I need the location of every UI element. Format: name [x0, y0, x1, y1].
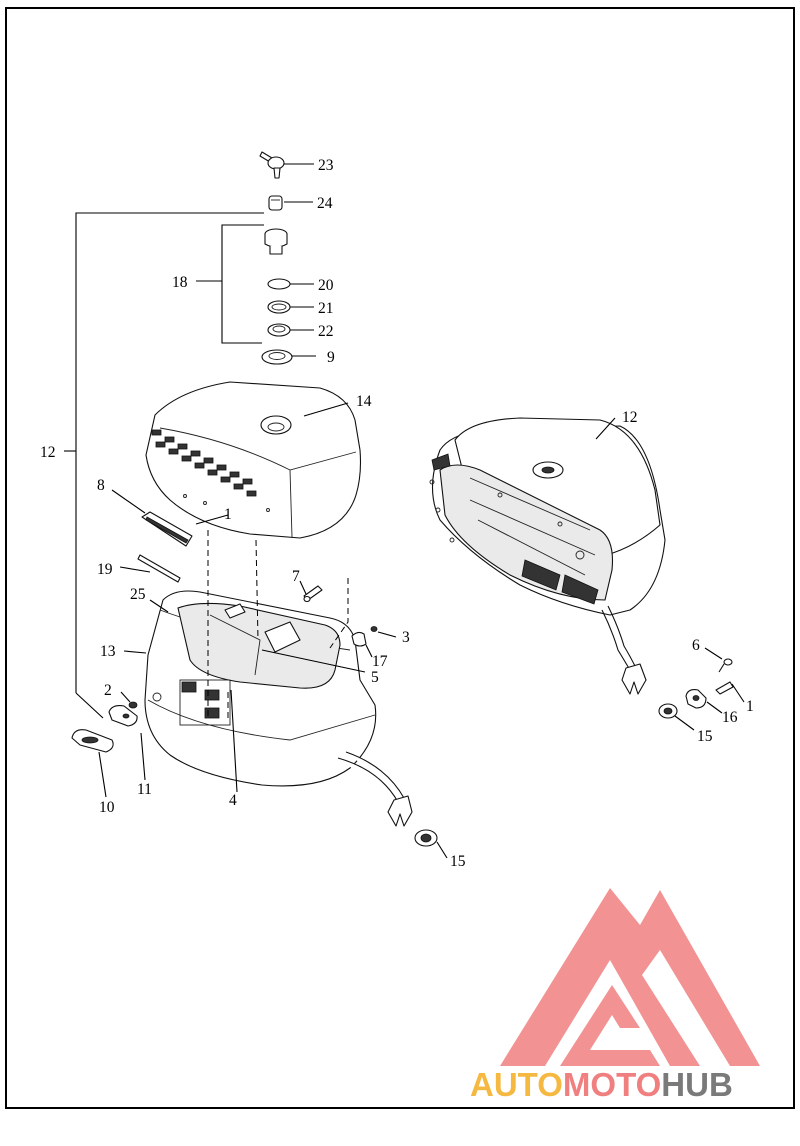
- lid-emblem-part: [141, 511, 193, 547]
- callout-12-left: 12: [40, 444, 56, 461]
- leader-lines: [64, 163, 745, 859]
- callout-4: 4: [229, 792, 237, 809]
- o-ring: [267, 278, 291, 290]
- callout-15-right: 15: [697, 728, 713, 745]
- callout-labels: 23 24 18 20 21 22 9 14 12 12 8 1 19 7 25…: [40, 157, 754, 870]
- callout-2: 2: [104, 682, 112, 699]
- tour-pak-base: [144, 590, 377, 787]
- callout-23: 23: [318, 157, 334, 174]
- callout-19: 19: [97, 561, 113, 578]
- watermark-text: AUTOMOTOHUB: [470, 1066, 733, 1103]
- left-side-hardware: [71, 701, 138, 753]
- callout-1-right: 1: [746, 698, 754, 715]
- page-border: [5, 7, 795, 1109]
- callout-6: 6: [692, 637, 700, 654]
- callout-15-bottom: 15: [450, 853, 466, 870]
- callout-16: 16: [722, 709, 738, 726]
- rear-ground-cable: [601, 605, 647, 695]
- callout-21: 21: [318, 300, 334, 317]
- key-part: [259, 151, 285, 179]
- callout-12-right: 12: [622, 409, 638, 426]
- grommet-right: [658, 703, 678, 719]
- callout-3: 3: [402, 629, 410, 646]
- callout-14: 14: [356, 393, 372, 410]
- callout-20: 20: [318, 277, 334, 294]
- svg-text:AUTOMOTOHUB: AUTOMOTOHUB: [470, 1066, 733, 1103]
- callout-25: 25: [130, 586, 146, 603]
- lock-cylinder-assembly: [264, 228, 288, 255]
- lock-bezel: [261, 349, 293, 365]
- watermark-hub: HUB: [661, 1066, 733, 1103]
- callout-9: 9: [327, 349, 335, 366]
- callout-13: 13: [100, 643, 116, 660]
- lock-cylinder-cap: [268, 195, 283, 211]
- callout-5: 5: [371, 669, 379, 686]
- callout-10: 10: [99, 799, 115, 816]
- automotohub-watermark-logo: [500, 888, 760, 1066]
- tour-pak-lid: [145, 381, 362, 539]
- callout-7: 7: [292, 568, 300, 585]
- license-plate-opening: [179, 679, 231, 726]
- callout-22: 22: [318, 323, 334, 340]
- callout-24: 24: [317, 195, 333, 212]
- callout-11: 11: [137, 781, 152, 798]
- assembled-tour-pak-rear-view: [429, 417, 666, 616]
- retaining-ring: [267, 300, 291, 314]
- lid-check-strap: [137, 554, 181, 583]
- watermark-moto: MOTO: [563, 1066, 661, 1103]
- base-ground-cable: [337, 751, 413, 827]
- callout-8: 8: [97, 477, 105, 494]
- ground-block-hardware: [685, 658, 734, 709]
- lid-vent-slots: [151, 429, 257, 497]
- callout-1-lid: 1: [224, 506, 232, 523]
- watermark-auto: AUTO: [470, 1066, 563, 1103]
- grommet-bottom: [414, 829, 438, 847]
- hinge-pin-and-hardware: [303, 585, 378, 647]
- lock-nut: [267, 323, 291, 337]
- logo-triangle: [500, 888, 760, 1066]
- callout-17: 17: [372, 653, 388, 670]
- callout-18: 18: [172, 274, 188, 291]
